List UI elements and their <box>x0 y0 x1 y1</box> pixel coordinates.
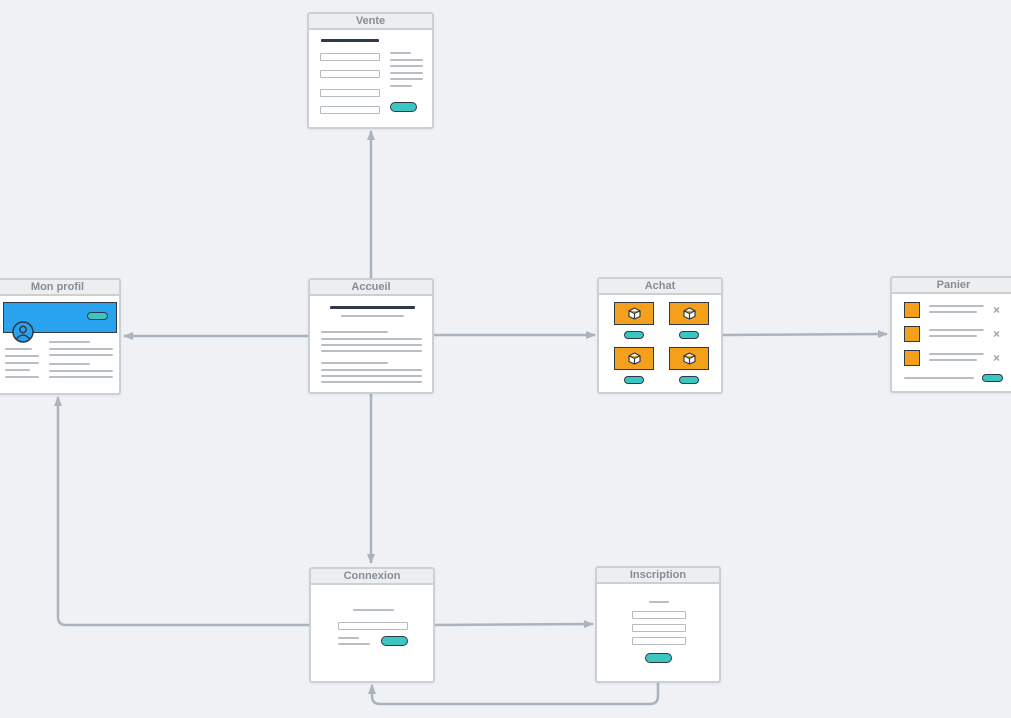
add-button <box>624 376 644 384</box>
screen-mon-profil[interactable]: Mon profil <box>0 278 121 395</box>
screen-accueil[interactable]: Accueil <box>308 278 434 394</box>
screen-title: Achat <box>599 279 721 295</box>
text-line <box>390 85 412 87</box>
text-line <box>321 381 422 383</box>
cart-item-thumbnail <box>904 302 920 318</box>
edit-button <box>87 312 108 320</box>
box-icon <box>682 307 696 320</box>
screen-title: Inscription <box>597 568 719 584</box>
text-line <box>321 338 422 340</box>
text-line <box>390 52 411 54</box>
heading-line <box>649 601 669 603</box>
text-line <box>321 375 422 377</box>
subheading-line <box>341 315 404 317</box>
text-line <box>929 329 984 331</box>
form-field <box>320 89 380 97</box>
text-line <box>49 376 113 378</box>
connector-connexion-inscription <box>434 620 594 629</box>
text-line <box>49 348 113 350</box>
text-line <box>929 305 984 307</box>
text-line <box>390 72 423 74</box>
heading-line <box>353 609 394 611</box>
total-line <box>904 377 974 379</box>
text-line <box>929 335 977 337</box>
screen-title: Mon profil <box>0 280 119 296</box>
add-button <box>679 376 699 384</box>
form-field <box>320 106 380 114</box>
text-line <box>5 362 39 364</box>
text-line <box>929 359 977 361</box>
text-line <box>49 341 90 343</box>
screen-inscription[interactable]: Inscription <box>595 566 721 683</box>
text-line <box>338 643 370 645</box>
text-line <box>321 331 388 333</box>
screen-title: Vente <box>309 14 432 30</box>
submit-button <box>390 102 417 112</box>
text-line <box>49 363 90 365</box>
heading-line <box>330 306 415 309</box>
close-icon: × <box>993 303 1001 317</box>
text-line <box>5 355 39 357</box>
connector-achat-panier <box>722 330 888 339</box>
text-line <box>49 370 113 372</box>
text-line <box>5 348 32 350</box>
text-line <box>321 344 422 346</box>
text-line <box>5 369 30 371</box>
signup-button <box>645 653 672 663</box>
form-field <box>320 53 380 61</box>
box-icon <box>682 352 696 365</box>
text-line <box>390 65 423 67</box>
add-button <box>624 331 644 339</box>
text-line <box>49 354 113 356</box>
product-tile <box>669 302 709 325</box>
connector-inscription-connexion <box>368 682 660 706</box>
login-field <box>338 622 408 630</box>
screen-title: Connexion <box>311 569 433 585</box>
login-button <box>381 636 408 646</box>
screen-connexion[interactable]: Connexion <box>309 567 435 683</box>
signup-field <box>632 637 686 645</box>
screen-achat[interactable]: Achat <box>597 277 723 394</box>
product-tile <box>614 302 654 325</box>
product-tile <box>669 347 709 370</box>
text-line <box>321 350 422 352</box>
text-line <box>338 637 359 639</box>
close-icon: × <box>993 327 1001 341</box>
text-line <box>929 353 984 355</box>
box-icon <box>627 352 641 365</box>
heading-line <box>321 39 379 42</box>
form-field <box>320 70 380 78</box>
text-line <box>321 369 422 371</box>
screen-title: Panier <box>892 278 1011 294</box>
add-button <box>679 331 699 339</box>
checkout-button <box>982 374 1003 382</box>
product-tile <box>614 347 654 370</box>
connector-connexion-profil <box>54 396 310 627</box>
cart-item-thumbnail <box>904 350 920 366</box>
screen-vente[interactable]: Vente <box>307 12 434 129</box>
user-avatar-icon <box>12 321 34 343</box>
screen-title: Accueil <box>310 280 432 296</box>
cart-item-thumbnail <box>904 326 920 342</box>
text-line <box>390 78 423 80</box>
signup-field <box>632 611 686 619</box>
close-icon: × <box>993 351 1001 365</box>
screen-panier[interactable]: Panier × × × <box>890 276 1011 393</box>
box-icon <box>627 307 641 320</box>
text-line <box>5 376 39 378</box>
text-line <box>929 311 977 313</box>
signup-field <box>632 624 686 632</box>
text-line <box>390 59 423 61</box>
text-line <box>321 362 388 364</box>
